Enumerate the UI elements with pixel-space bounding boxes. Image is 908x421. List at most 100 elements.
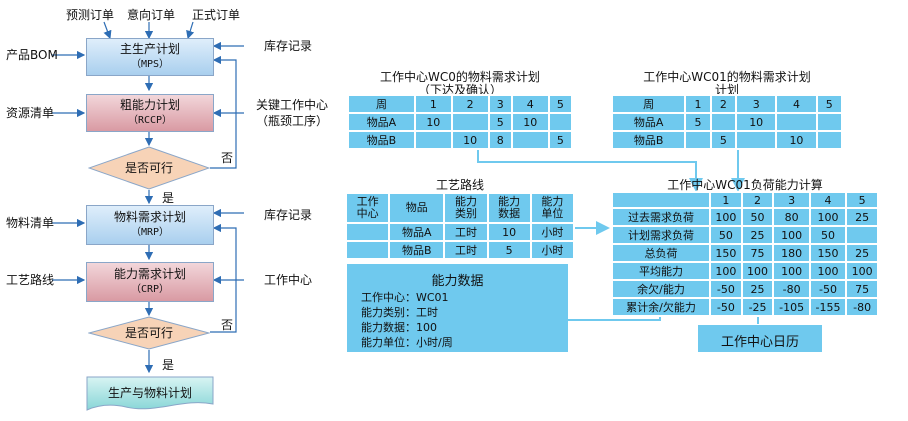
cell: -80 — [774, 281, 809, 297]
cell — [347, 242, 389, 258]
cell: 10 — [452, 132, 488, 148]
capacity-line: 能力数据：100 — [361, 321, 437, 334]
mps-title: 主生产计划 — [119, 42, 180, 56]
label-bottleneck: （瓶颈工序） — [255, 114, 328, 128]
header-cell: 工作 中心 — [347, 194, 389, 222]
cell: 8 — [489, 132, 511, 148]
row-header: 总负荷 — [613, 245, 709, 261]
header-cell: 1 — [415, 96, 451, 112]
cell: 5 — [549, 132, 571, 148]
cell: 小时 — [531, 224, 573, 240]
mrp-wc01-title: 工作中心WC01的物料需求计划 — [643, 70, 811, 84]
header-cell: 5 — [549, 96, 571, 112]
mrp-box[interactable]: 物料需求计划 （MRP） — [86, 205, 214, 245]
mrp-title: 物料需求计划 — [113, 210, 186, 224]
cell: 50 — [810, 227, 846, 243]
cell: 10 — [415, 114, 451, 130]
table-row: 余欠/能力 -50 25 -80 -50 75 — [613, 281, 877, 297]
mrp-wc01-table: 周 1 2 3 4 5 物品A 5 10 物品B 5 10 — [611, 94, 843, 150]
cell — [347, 224, 389, 240]
routing-table: 工作 中心 物品 能力 类别 能力 数据 能力 单位 物品A 工时 10 小时 … — [345, 192, 575, 260]
cell — [817, 114, 841, 130]
header-cell: 2 — [742, 193, 773, 207]
cell: -50 — [810, 281, 846, 297]
row-header: 物品A — [613, 114, 685, 130]
routing-title: 工艺路线 — [435, 178, 484, 192]
cell: 50 — [742, 209, 773, 225]
header-cell: 物品 — [390, 194, 444, 222]
capacity-data-title: 能力数据 — [431, 274, 484, 289]
table-row: 物品A 工时 10 小时 — [347, 224, 573, 240]
table-row: 物品A 5 10 — [613, 114, 841, 130]
cell: 25 — [742, 227, 773, 243]
cell: 150 — [810, 245, 846, 261]
cell: 10 — [777, 132, 816, 148]
cell: 工时 — [445, 224, 487, 240]
mps-box[interactable]: 主生产计划 （MPS） — [86, 38, 214, 76]
yes-label-1: 是 — [162, 191, 175, 205]
cell — [711, 114, 736, 130]
cell: 75 — [742, 245, 773, 261]
table-row: 物品A 10 5 10 — [349, 114, 571, 130]
header-cell: 4 — [810, 193, 846, 207]
cell: -155 — [810, 299, 846, 315]
table-row: 物品B 5 10 — [613, 132, 841, 148]
rccp-sub: （RCCP） — [127, 115, 173, 126]
cell: 5 — [489, 114, 511, 130]
decision-1-label: 是否可行 — [124, 161, 173, 175]
crp-box[interactable]: 能力需求计划 （CRP） — [86, 262, 214, 302]
label-forecast-orders: 预测订单 — [66, 8, 115, 22]
table-row: 周 1 2 3 4 5 — [613, 96, 841, 112]
mps-sub: （MPS） — [130, 59, 170, 70]
capacity-line: 能力类别：工时 — [361, 306, 438, 319]
cell: 100 — [774, 227, 809, 243]
table-row: 物品B 10 8 5 — [349, 132, 571, 148]
cell: 100 — [711, 263, 741, 279]
decision-2-label: 是否可行 — [124, 326, 173, 340]
table-row: 平均能力 100 100 100 100 100 — [613, 263, 877, 279]
header-cell: 能力 类别 — [445, 194, 487, 222]
cell: 75 — [847, 281, 877, 297]
rccp-title: 粗能力计划 — [119, 98, 180, 112]
cell: 10 — [737, 114, 776, 130]
label-firm-orders: 正式订单 — [192, 8, 241, 22]
label-workcenter: 工作中心 — [264, 273, 313, 287]
load-title: 工作中心WC01负荷能力计算 — [667, 178, 823, 192]
cell — [415, 132, 451, 148]
table-row: 周 1 2 3 4 5 — [349, 96, 571, 112]
mrp-wc01-subtitle: 计划 — [714, 83, 739, 97]
crp-title: 能力需求计划 — [113, 267, 186, 281]
cell: 5 — [488, 242, 530, 258]
cell: 100 — [847, 263, 877, 279]
header-cell: 4 — [512, 96, 548, 112]
row-header: 物品B — [613, 132, 685, 148]
label-inventory-1: 库存记录 — [264, 39, 313, 53]
cell — [512, 132, 548, 148]
final-plan-label: 生产与物料计划 — [107, 386, 192, 400]
decision-diamond-1[interactable] — [88, 146, 210, 190]
cell: -50 — [711, 299, 741, 315]
header-cell: 周 — [613, 96, 685, 112]
table-row: 总负荷 150 75 180 150 25 — [613, 245, 877, 261]
mrp-sub: （MRP） — [130, 227, 170, 238]
cell: 25 — [742, 281, 773, 297]
cell: 5 — [686, 114, 710, 130]
header-cell: 能力 数据 — [488, 194, 530, 222]
header-cell: 2 — [452, 96, 488, 112]
rccp-box[interactable]: 粗能力计划 （RCCP） — [86, 94, 214, 132]
header-cell: 3 — [737, 96, 776, 112]
capacity-line: 能力单位：小时/周 — [361, 336, 453, 349]
table-row: 计划需求负荷 50 25 100 50 — [613, 227, 877, 243]
mrp-wc0-subtitle: （下达及确认） — [417, 83, 502, 97]
crp-sub: （CRP） — [130, 284, 170, 295]
cell: 180 — [774, 245, 809, 261]
workcenter-calendar-box: 工作中心日历 — [698, 325, 822, 352]
cell: 50 — [711, 227, 741, 243]
table-row: 工作 中心 物品 能力 类别 能力 数据 能力 单位 — [347, 194, 573, 222]
load-table: 1 2 3 4 5 过去需求负荷 100 50 80 100 25 计划需求负荷… — [611, 191, 879, 317]
cell — [549, 114, 571, 130]
cell: 小时 — [531, 242, 573, 258]
decision-diamond-2[interactable] — [88, 316, 210, 350]
row-header: 计划需求负荷 — [613, 227, 709, 243]
cell: 工时 — [445, 242, 487, 258]
